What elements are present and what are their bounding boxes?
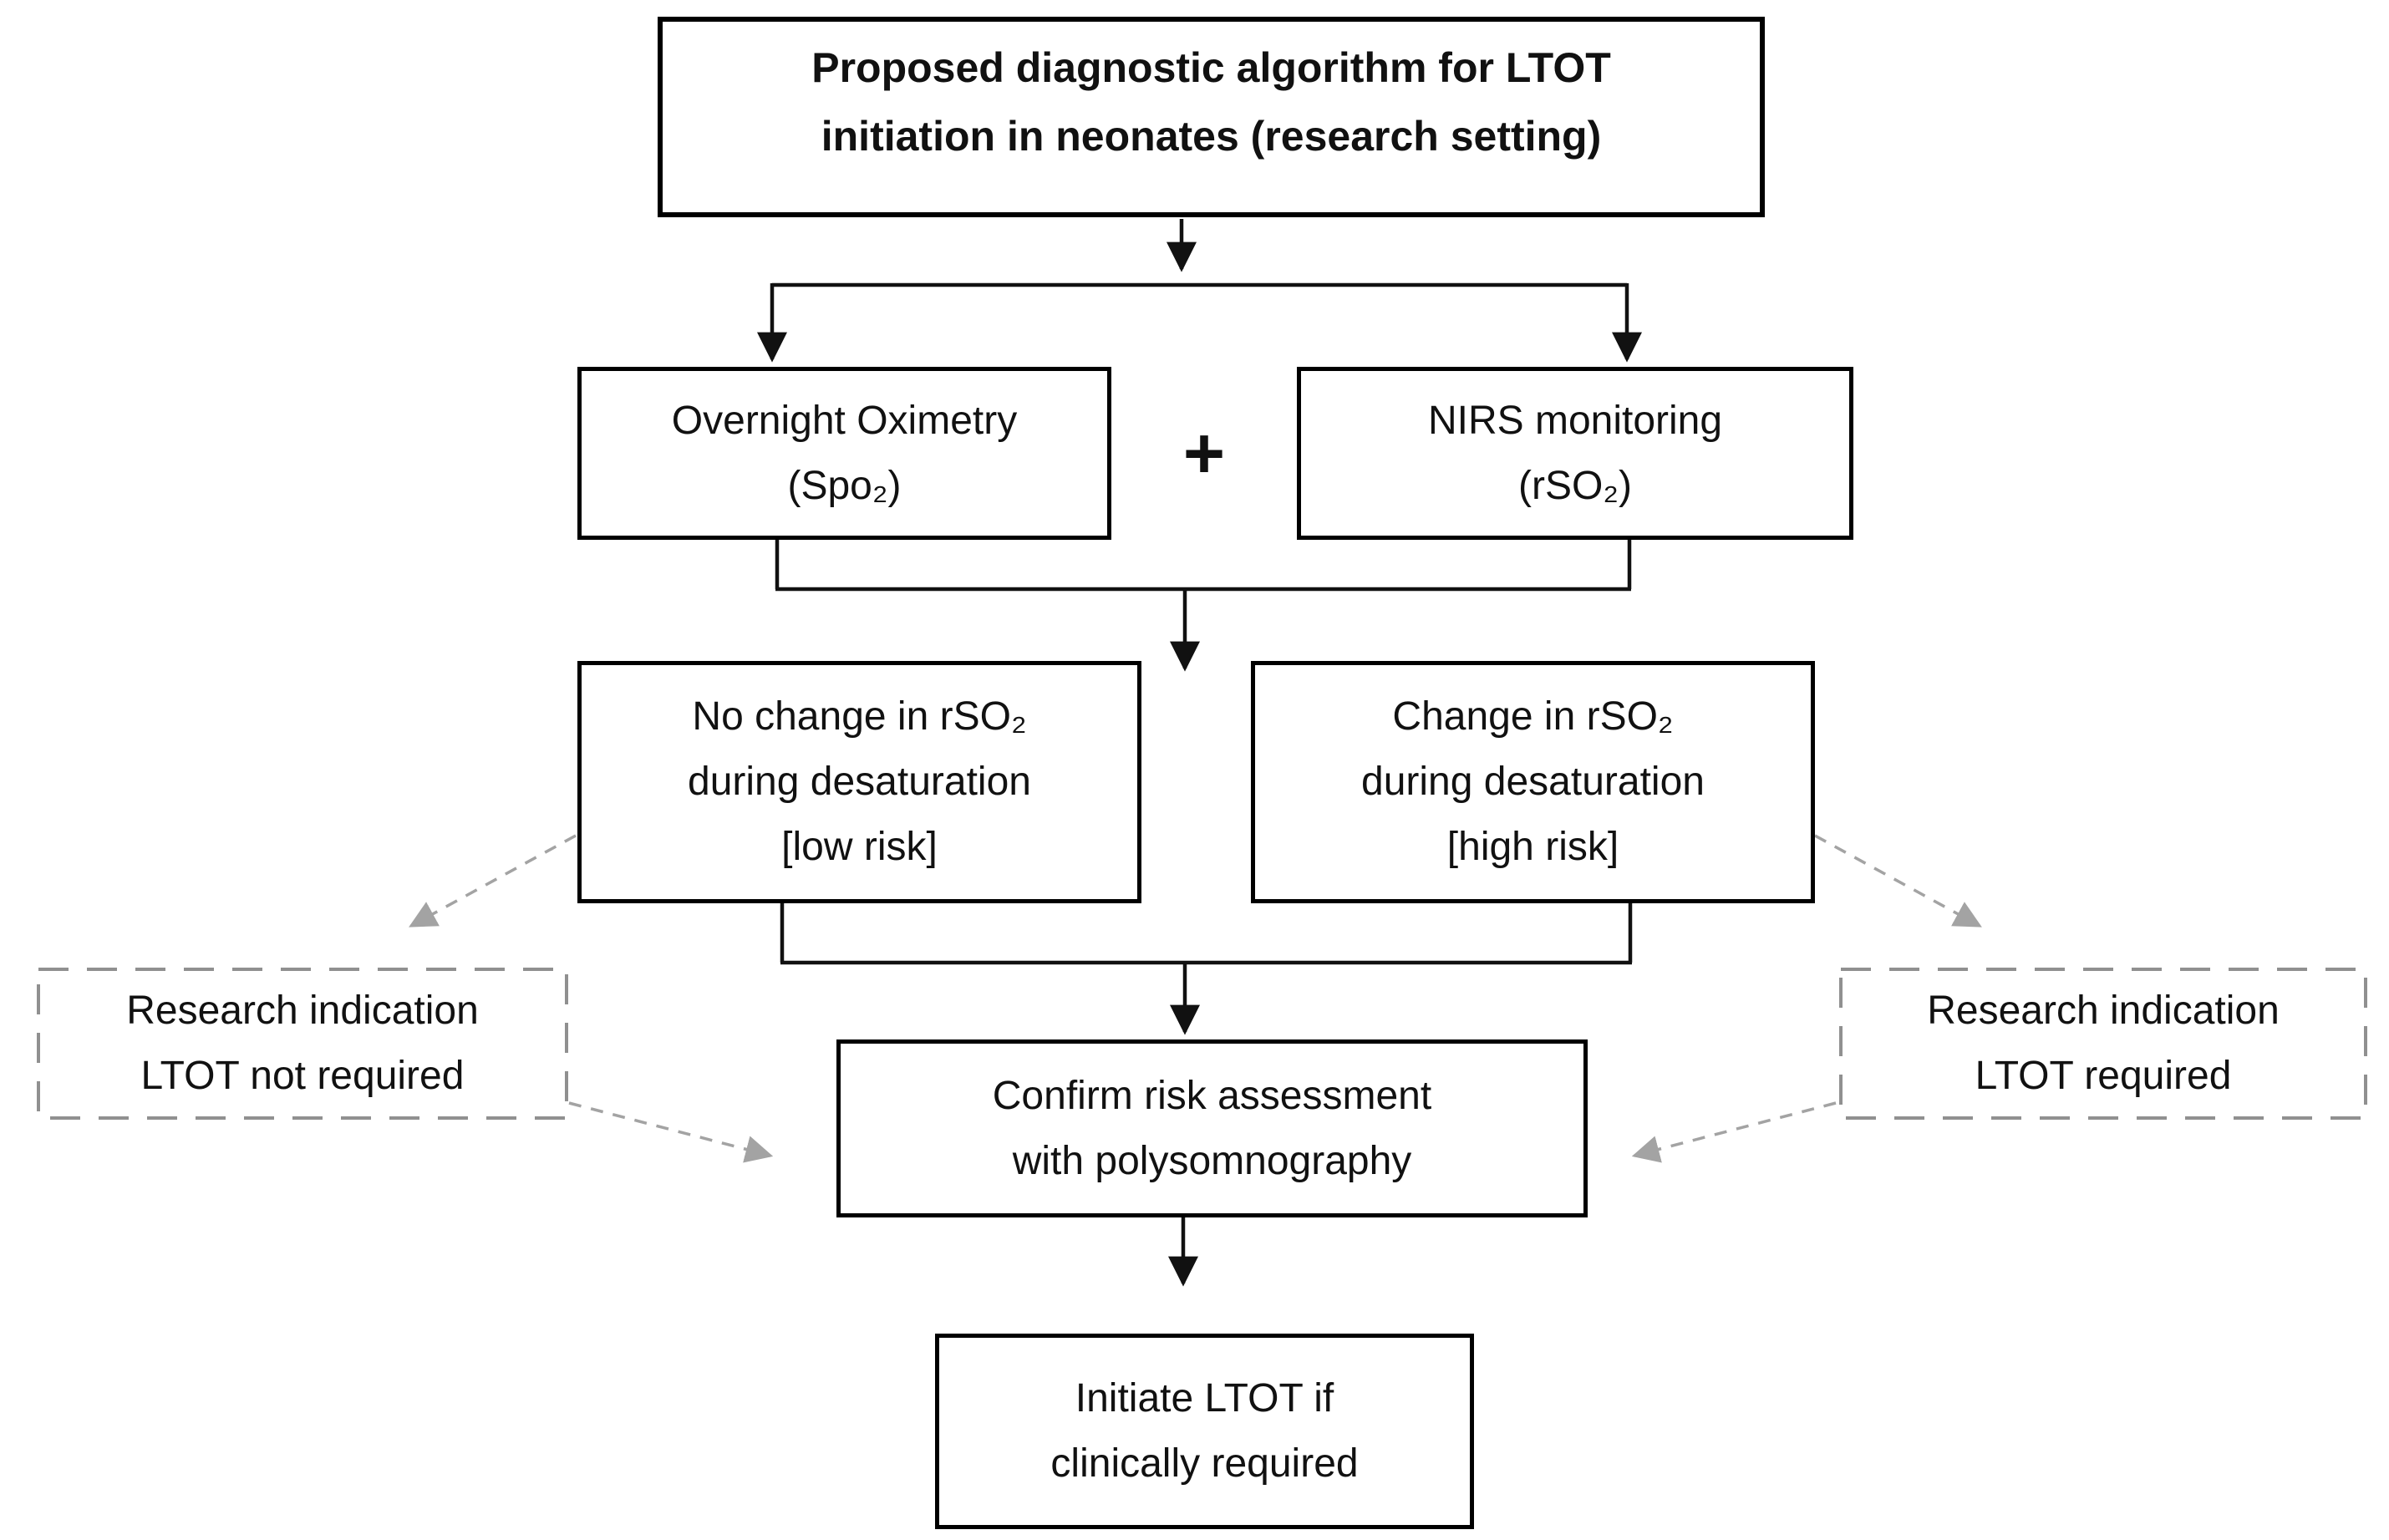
dashed-arrow-required-to-confirm	[1631, 1101, 1837, 1163]
confirm-polysomnography-label: Confirm risk assessment with polysomnogr…	[992, 1073, 1432, 1183]
plus-sign: +	[1182, 413, 1226, 494]
dashed-connectors	[409, 834, 1982, 1163]
dashed-arrow-not-required-to-confirm	[568, 1101, 774, 1163]
title-box: Proposed diagnostic algorithm for LTOT i…	[658, 17, 1765, 217]
dashed-arrow-highrisk-to-required	[1814, 834, 1982, 928]
research-ltot-not-required-label: Research indication LTOT not required	[126, 989, 479, 1098]
nirs-monitoring-label: NIRS monitoring (rSO₂)	[1427, 398, 1723, 508]
overnight-oximetry-box: Overnight Oximetry (Spo₂)	[577, 367, 1111, 540]
research-required-border	[1839, 968, 2367, 1120]
change-high-risk-box: Change in rSO₂ during desaturation [high…	[1251, 661, 1815, 903]
change-high-risk-label: Change in rSO₂ during desaturation [high…	[1361, 694, 1705, 869]
overnight-oximetry-label: Overnight Oximetry (Spo₂)	[671, 398, 1018, 508]
research-ltot-not-required-box: Research indication LTOT not required	[37, 968, 568, 1120]
solid-connectors	[757, 219, 1642, 1287]
nirs-monitoring-box: NIRS monitoring (rSO₂)	[1297, 367, 1853, 540]
confirm-polysomnography-box: Confirm risk assessment with polysomnogr…	[836, 1039, 1588, 1217]
research-ltot-required-label: Research indication LTOT required	[1927, 989, 2280, 1098]
no-change-low-risk-label: No change in rSO₂ during desaturation [l…	[688, 694, 1031, 869]
research-ltot-required-box: Research indication LTOT required	[1839, 968, 2367, 1120]
no-change-low-risk-box: No change in rSO₂ during desaturation [l…	[577, 661, 1141, 903]
dashed-box-borders	[37, 968, 2367, 1120]
initiate-ltot-label: Initiate LTOT if clinically required	[1050, 1376, 1359, 1486]
initiate-ltot-box: Initiate LTOT if clinically required	[935, 1334, 1474, 1529]
dashed-arrow-lowrisk-to-not-required	[409, 834, 577, 928]
title-text: Proposed diagnostic algorithm for LTOT i…	[811, 44, 1611, 160]
research-not-required-border	[37, 968, 568, 1120]
